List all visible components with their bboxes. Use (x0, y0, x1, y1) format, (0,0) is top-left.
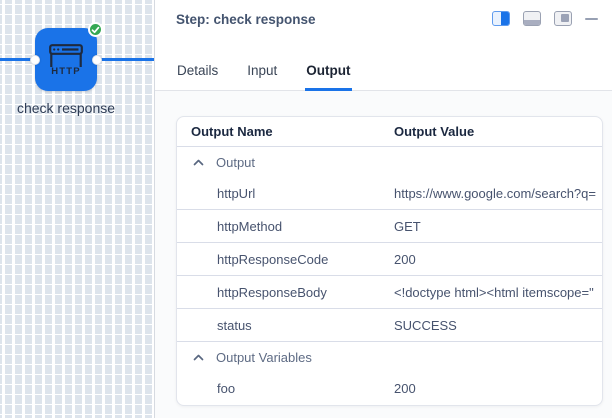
group-label: Output (216, 154, 256, 170)
table-row: httpMethod GET (177, 210, 602, 243)
output-value: SUCCESS (394, 317, 457, 333)
output-value: <!doctype html><html itemscope=" (394, 284, 594, 300)
node-type-label: HTTP (51, 66, 81, 77)
table-row: status SUCCESS (177, 309, 602, 342)
table-row: httpResponseBody <!doctype html><html it… (177, 276, 602, 309)
success-check-icon (88, 22, 103, 37)
layout-right-icon[interactable] (554, 11, 572, 26)
output-name: foo (217, 381, 236, 396)
input-port[interactable] (30, 54, 40, 65)
output-name: httpUrl (217, 185, 256, 201)
panel-title: Step: check response (176, 12, 316, 27)
step-detail-panel: Step: check response Details Input Outpu… (154, 0, 612, 418)
tab-details[interactable]: Details (177, 63, 219, 78)
table-row: httpResponseCode 200 (177, 243, 602, 276)
browser-window-icon (49, 44, 83, 67)
table-row: httpUrl https://www.google.com/search?q= (177, 177, 602, 210)
chevron-up-icon[interactable] (193, 159, 204, 166)
group-label: Output Variables (216, 349, 312, 365)
output-name: status (217, 317, 252, 333)
workflow-canvas[interactable]: HTTP check response (0, 0, 154, 418)
group-row-output[interactable]: Output (177, 147, 602, 177)
panel-header: Step: check response (155, 0, 612, 42)
output-table: Output Name Output Value Output httpUrl … (176, 116, 603, 406)
output-value: 200 (394, 381, 416, 396)
tab-output[interactable]: Output (305, 42, 352, 91)
http-step-node[interactable]: HTTP (35, 22, 103, 91)
output-name: httpResponseBody (217, 284, 327, 300)
output-name: httpResponseCode (217, 251, 329, 267)
chevron-up-icon[interactable] (193, 354, 204, 361)
table-header-row: Output Name Output Value (177, 117, 602, 147)
column-header-output-name: Output Name (191, 124, 273, 139)
window-controls (492, 11, 598, 26)
node-label: check response (16, 100, 116, 116)
layout-split-icon[interactable] (492, 11, 510, 26)
output-port[interactable] (92, 54, 102, 65)
output-value: 200 (394, 251, 416, 267)
output-name: httpMethod (217, 218, 283, 234)
minimize-icon[interactable] (585, 11, 598, 26)
layout-bottom-icon[interactable] (523, 11, 541, 26)
tab-input[interactable]: Input (247, 63, 278, 78)
column-header-output-value: Output Value (394, 124, 475, 139)
table-row: foo 200 (177, 372, 602, 405)
output-value: https://www.google.com/search?q= (394, 185, 596, 201)
output-value: GET (394, 218, 421, 234)
group-row-output-variables[interactable]: Output Variables (177, 342, 602, 372)
tab-bar: Details Input Output (155, 42, 612, 91)
